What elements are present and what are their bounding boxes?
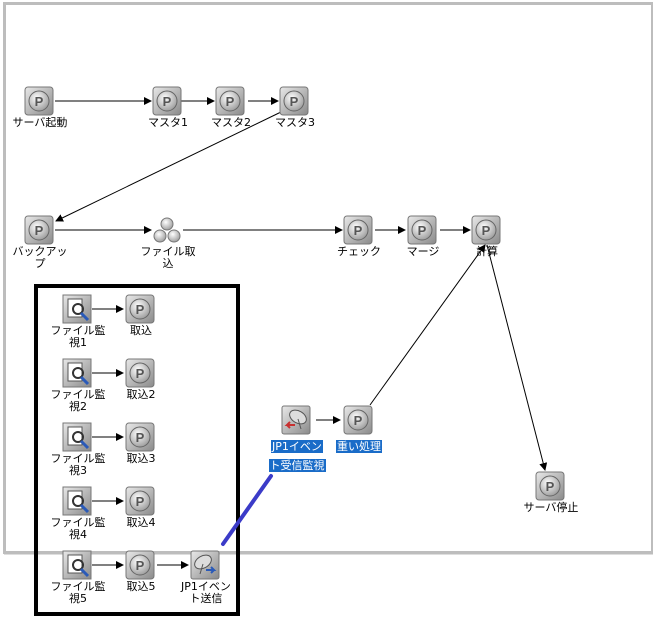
p-job-icon: P xyxy=(343,215,373,245)
svg-text:P: P xyxy=(136,430,145,445)
job-label: サーバ停止 xyxy=(523,501,579,514)
job-file-import[interactable]: ファイル取込 xyxy=(141,215,196,270)
event-send-icon xyxy=(190,550,220,580)
job-import-5[interactable]: P 取込5 xyxy=(121,550,161,593)
p-job-icon: P xyxy=(343,405,373,435)
job-label: 取込5 xyxy=(126,580,156,593)
job-master1[interactable]: P マスタ1 xyxy=(148,86,188,129)
job-merge[interactable]: P マージ xyxy=(403,215,443,258)
job-label: ファイル監視2 xyxy=(50,388,106,413)
job-label: 取込3 xyxy=(126,452,156,465)
svg-text:P: P xyxy=(163,94,172,109)
p-job-icon: P xyxy=(407,215,437,245)
svg-text:P: P xyxy=(482,223,491,238)
job-master3[interactable]: P マスタ3 xyxy=(275,86,315,129)
p-job-icon: P xyxy=(279,86,309,116)
file-monitor-icon xyxy=(62,358,92,388)
selected-label: 重い処理 xyxy=(336,440,382,453)
job-file-watch-3[interactable]: ファイル監視3 xyxy=(51,422,106,477)
p-job-icon: P xyxy=(125,486,155,516)
svg-text:P: P xyxy=(136,302,145,317)
file-monitor-icon xyxy=(62,294,92,324)
p-job-icon: P xyxy=(125,422,155,452)
p-job-icon: P xyxy=(125,294,155,324)
svg-text:P: P xyxy=(546,479,555,494)
file-monitor-icon xyxy=(62,550,92,580)
job-label: ファイル監視5 xyxy=(50,580,106,605)
p-job-icon: P xyxy=(24,86,54,116)
p-job-icon: P xyxy=(215,86,245,116)
svg-text:P: P xyxy=(354,413,363,428)
job-label: ファイル監視4 xyxy=(50,516,106,541)
svg-text:P: P xyxy=(136,366,145,381)
job-jp1-event-receive[interactable]: JP1イベント受信監視 xyxy=(268,405,326,472)
selected-label: JP1イベント受信監視 xyxy=(268,440,326,472)
job-label: マスタ3 xyxy=(275,116,315,129)
svg-text:P: P xyxy=(136,494,145,509)
p-job-icon: P xyxy=(471,215,501,245)
job-label: マスタ2 xyxy=(211,116,251,129)
svg-text:P: P xyxy=(354,223,363,238)
job-import-2[interactable]: P 取込2 xyxy=(121,358,161,401)
p-job-icon: P xyxy=(125,550,155,580)
annotation-line xyxy=(221,474,273,546)
job-file-watch-2[interactable]: ファイル監視2 xyxy=(51,358,106,413)
job-jp1-event-send[interactable]: JP1イベント送信 xyxy=(181,550,231,605)
job-label: バックアップ xyxy=(12,245,68,270)
job-label: 取込2 xyxy=(126,388,156,401)
svg-text:P: P xyxy=(418,223,427,238)
job-import-3[interactable]: P 取込3 xyxy=(121,422,161,465)
event-receive-icon xyxy=(281,405,311,435)
p-job-icon: P xyxy=(125,358,155,388)
p-job-icon: P xyxy=(24,215,54,245)
job-check[interactable]: P チェック xyxy=(337,215,381,258)
svg-text:P: P xyxy=(136,558,145,573)
job-backup[interactable]: P バックアップ xyxy=(13,215,68,270)
job-label: 取込4 xyxy=(126,516,156,529)
job-label: 計算 xyxy=(476,245,498,258)
job-label: マスタ1 xyxy=(148,116,188,129)
job-master2[interactable]: P マスタ2 xyxy=(211,86,251,129)
job-file-watch-5[interactable]: ファイル監視5 xyxy=(51,550,106,605)
jobnet-icon xyxy=(153,217,181,243)
job-file-watch-1[interactable]: ファイル監視1 xyxy=(51,294,106,349)
file-monitor-icon xyxy=(62,422,92,452)
job-heavy-process[interactable]: P 重い処理 xyxy=(336,405,382,453)
job-server-stop[interactable]: P サーバ停止 xyxy=(524,471,578,514)
relation-lines xyxy=(55,97,548,569)
job-file-watch-4[interactable]: ファイル監視4 xyxy=(51,486,106,541)
svg-text:P: P xyxy=(290,94,299,109)
job-label: JP1イベント送信 xyxy=(181,580,231,605)
svg-text:P: P xyxy=(35,94,44,109)
highlight-box xyxy=(34,284,240,616)
job-calc[interactable]: P 計算 xyxy=(467,215,507,258)
map-frame xyxy=(3,2,653,554)
job-server-start[interactable]: P サーバ起動 xyxy=(13,86,67,129)
p-job-icon: P xyxy=(535,471,565,501)
p-job-icon: P xyxy=(152,86,182,116)
job-label: サーバ起動 xyxy=(12,116,68,129)
svg-text:P: P xyxy=(35,223,44,238)
job-import-4[interactable]: P 取込4 xyxy=(121,486,161,529)
job-label: マージ xyxy=(406,245,440,258)
svg-text:P: P xyxy=(226,94,235,109)
job-import-1[interactable]: P 取込 xyxy=(121,294,161,337)
job-label: チェック xyxy=(337,245,381,258)
job-label: 取込 xyxy=(130,324,152,337)
file-monitor-icon xyxy=(62,486,92,516)
job-label: ファイル監視1 xyxy=(50,324,106,349)
job-label: ファイル取込 xyxy=(140,245,196,270)
job-label: ファイル監視3 xyxy=(50,452,106,477)
